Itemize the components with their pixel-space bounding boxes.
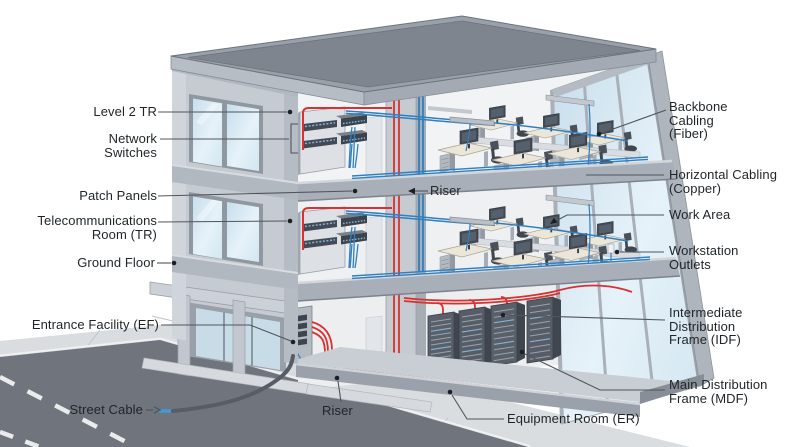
label-riser-mid: Riser	[430, 183, 461, 198]
label-mdf: Main Distribution Frame (MDF)	[669, 377, 768, 406]
office-middle-floor	[437, 206, 641, 284]
label-idf: Intermediate Distribution Frame (IDF)	[669, 305, 743, 347]
street-cable-run	[171, 354, 295, 413]
street-cable-arrowhead	[153, 406, 162, 414]
riser-arrowhead	[408, 187, 415, 195]
label-patch-panels: Patch Panels	[79, 188, 157, 203]
label-ground-floor: Ground Floor	[77, 255, 155, 270]
floor-slabs	[281, 156, 681, 305]
building-interior	[277, 50, 715, 425]
work-area-arrowhead	[550, 217, 558, 224]
label-workstation-outlets: Workstation Outlets	[669, 243, 739, 272]
label-equipment-room: Equipment Room (ER)	[507, 411, 640, 426]
roof	[170, 15, 657, 106]
label-level2-tr: Level 2 TR	[93, 104, 157, 119]
label-entrance-facility: Entrance Facility (EF)	[31, 317, 159, 332]
label-work-area: Work Area	[669, 207, 731, 222]
label-riser-ground: Riser	[322, 403, 353, 418]
label-telecom-room: Telecommunications Room (TR)	[37, 213, 157, 242]
leader-lines	[146, 109, 667, 420]
label-network-switches: Network Switches	[104, 131, 157, 160]
label-street-cable: Street Cable	[69, 402, 143, 417]
facade-windows	[189, 94, 263, 266]
label-horizontal-cabling: Horizontal Cabling (Copper)	[669, 167, 778, 196]
leader-dots	[171, 109, 620, 395]
label-backbone-cabling: Backbone Cabling (Fiber)	[669, 99, 728, 141]
left-facade	[141, 60, 433, 413]
